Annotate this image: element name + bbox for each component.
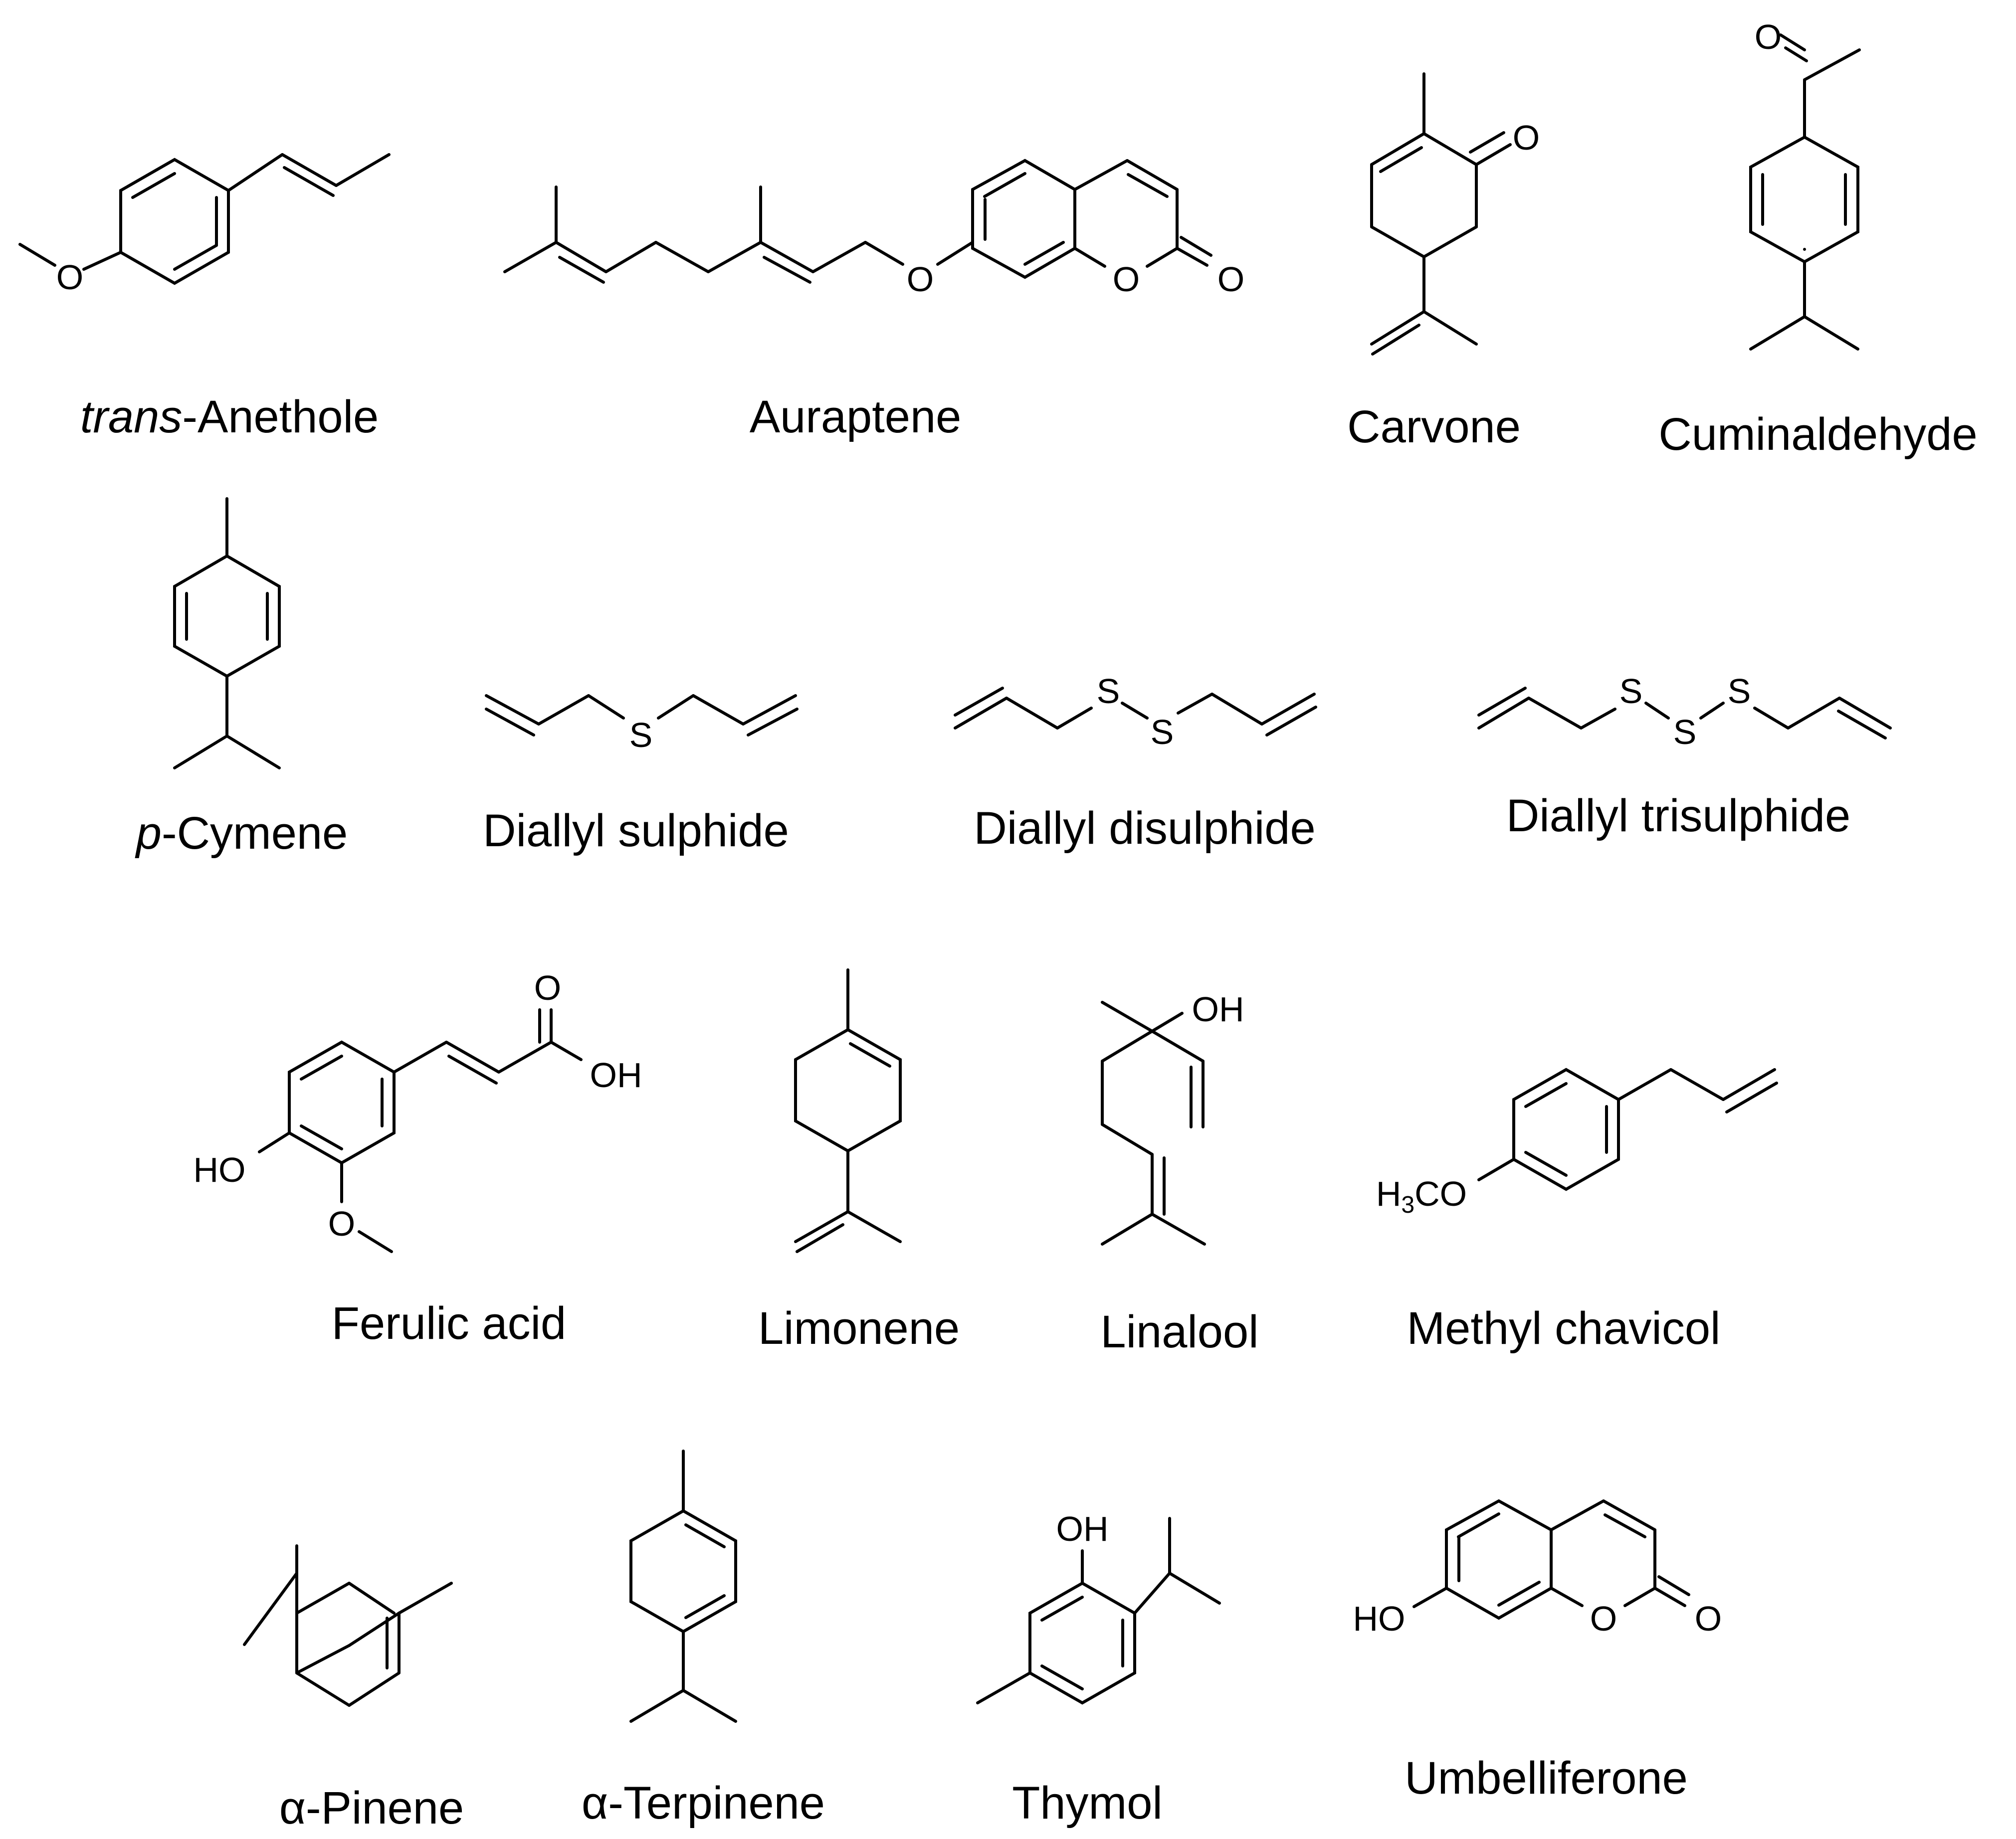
oxygen-label: O (1695, 1599, 1722, 1638)
compound-name: Carvone (1347, 401, 1521, 452)
oxygen-label: O (907, 260, 934, 299)
linalool-structure: OH (1101, 990, 1244, 1246)
hydroxyl-label: HO (1353, 1599, 1406, 1638)
sulfur-label: S (1673, 713, 1697, 751)
compound-name: Diallyl disulphide (974, 803, 1316, 854)
compound-name: Cuminaldehyde (1658, 409, 1978, 460)
sulfur-label: S (1151, 713, 1174, 751)
compound-name: Thymol (1012, 1778, 1163, 1829)
compound-name: p-Cymene (136, 808, 348, 859)
methoxy-label: H3CO (1376, 1174, 1467, 1218)
umbelliferone-structure: HO O O (1353, 1499, 1722, 1638)
sulfur-label: S (1097, 672, 1120, 711)
cuminaldehyde-structure: O (1749, 17, 1861, 351)
diallyl-disulphide-structure: S S (954, 672, 1317, 751)
hydroxyl-label: OH (1192, 990, 1244, 1029)
trans-anethole-structure: O (18, 153, 391, 297)
compound-name: trans-Anethole (80, 391, 379, 442)
compound-name: Auraptene (749, 391, 962, 442)
p-cymene-structure (173, 497, 281, 769)
sulfur-label: S (1728, 672, 1751, 711)
oxygen-label: O (1755, 17, 1782, 56)
methyl-chavicol-structure: H3CO (1376, 1068, 1778, 1218)
hydroxyl-label: HO (194, 1150, 246, 1189)
hydroxyl-label: OH (1056, 1509, 1109, 1548)
compound-name: Umbelliferone (1405, 1753, 1688, 1804)
hydroxyl-label: OH (590, 1056, 642, 1095)
compound-name: Ferulic acid (331, 1298, 567, 1349)
compound-name: Methyl chavicol (1407, 1303, 1721, 1354)
auraptene-structure: O O O (503, 159, 1244, 299)
thymol-structure: OH (976, 1509, 1221, 1705)
oxygen-label: O (1513, 118, 1540, 157)
oxygen-label: O (1113, 260, 1140, 299)
compound-name: α-Terpinene (582, 1778, 825, 1829)
sulfur-label: S (629, 716, 653, 754)
oxygen-label: O (56, 258, 83, 297)
compound-name: Diallyl sulphide (483, 805, 789, 856)
compound-name: Limonene (758, 1303, 960, 1354)
compound-name: Linalool (1100, 1306, 1259, 1357)
ferulic-acid-structure: O OH HO O (194, 968, 642, 1253)
oxygen-label: O (1590, 1599, 1617, 1638)
diallyl-trisulphide-structure: S S S (1477, 672, 1892, 751)
compound-name: Diallyl trisulphide (1506, 790, 1851, 841)
alpha-pinene-structure (243, 1544, 453, 1707)
oxygen-label: O (328, 1204, 355, 1243)
sulfur-label: S (1619, 672, 1643, 711)
oxygen-label: O (1217, 260, 1244, 299)
compound-name: α-Pinene (279, 1783, 464, 1834)
carvone-structure: O (1370, 72, 1540, 356)
oxygen-label: O (534, 968, 561, 1007)
limonene-structure (794, 968, 902, 1253)
diallyl-sulphide-structure: S (485, 694, 799, 754)
alpha-terpinene-structure (629, 1450, 737, 1723)
